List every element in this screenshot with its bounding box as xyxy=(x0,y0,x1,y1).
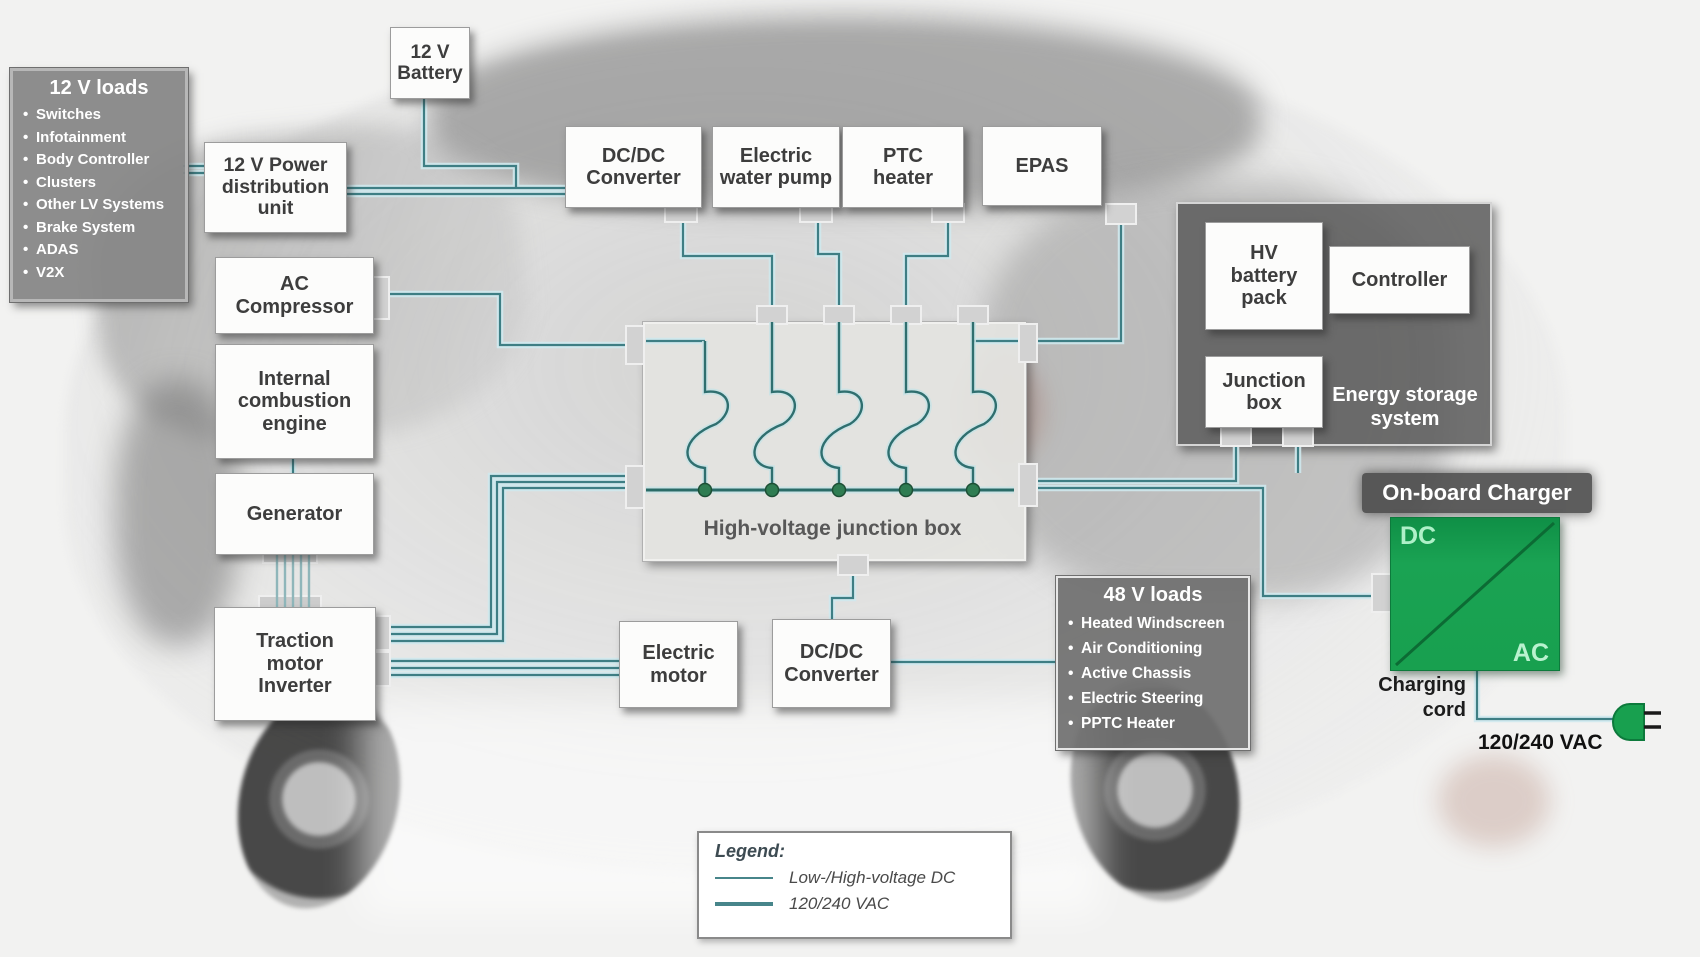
node-generator: Generator xyxy=(215,473,374,555)
legend-title: Legend: xyxy=(715,841,785,861)
wire-hvjb-junctionbox xyxy=(1037,446,1238,483)
energy-storage-system-label: Energy storage system xyxy=(1332,384,1478,430)
node-ac-compressor: AC Compressor xyxy=(215,257,374,334)
wire-12vbattery-down xyxy=(422,97,518,188)
node-epas: EPAS xyxy=(982,126,1102,206)
node-12v-battery: 12 V Battery xyxy=(390,27,470,99)
list-item: Other LV Systems xyxy=(23,194,179,217)
legend: Legend: Low-/High-voltage DC 120/240 VAC xyxy=(697,831,1012,939)
node-junction-box: Junction box xyxy=(1205,356,1323,428)
legend-row-dc: Low-/High-voltage DC xyxy=(715,868,1010,888)
legend-line-dc-icon xyxy=(715,877,773,879)
node-ptc-heater: PTC heater xyxy=(842,126,964,208)
wall-plug-icon xyxy=(1612,703,1661,741)
legend-line-vac-icon xyxy=(715,902,773,906)
wire-accompressor-hvjb xyxy=(390,292,628,347)
onboard-charger-title-bar: On-board Charger xyxy=(1362,473,1592,513)
panel-12v-loads: 12 V loads Switches Infotainment Body Co… xyxy=(9,67,189,303)
list-item: Electric Steering xyxy=(1068,686,1242,711)
list-item: Body Controller xyxy=(23,149,179,172)
node-12v-power-distribution-unit: 12 V Power distribution unit xyxy=(204,142,347,233)
node-traction-motor-inverter: Traction motor Inverter xyxy=(214,607,376,721)
panel-48v-loads: 48 V loads Heated Windscreen Air Conditi… xyxy=(1055,575,1251,751)
wire-inverter-hvjb-1 xyxy=(390,474,629,629)
list-item: Switches xyxy=(23,104,179,127)
onboard-charger-dcac-box: DC AC xyxy=(1390,517,1560,671)
node-dcdc-converter-bottom: DC/DC Converter xyxy=(772,619,891,708)
list-item: Active Chassis xyxy=(1068,661,1242,686)
vac-supply-label: 120/240 VAC xyxy=(1478,731,1603,754)
list-item: Heated Windscreen xyxy=(1068,611,1242,636)
list-item: V2X xyxy=(23,262,179,285)
charging-cord-label: Charging cord xyxy=(1378,674,1466,721)
list-item: Clusters xyxy=(23,172,179,195)
node-internal-combustion-engine: Internal combustion engine xyxy=(215,344,374,459)
legend-label-vac: 120/240 VAC xyxy=(789,894,890,913)
node-hv-battery-pack: HV battery pack xyxy=(1205,222,1323,330)
wire-charging-cord xyxy=(1475,669,1616,721)
high-voltage-junction-box-label: High-voltage junction box xyxy=(703,517,962,540)
generator-shaft-link xyxy=(258,550,322,611)
legend-label-dc: Low-/High-voltage DC xyxy=(789,868,956,887)
wire-inverter-hvjb-3 xyxy=(390,486,629,643)
node-electric-water-pump: Electric water pump xyxy=(712,126,840,208)
list-item: ADAS xyxy=(23,239,179,262)
node-controller: Controller xyxy=(1329,246,1470,314)
panel-12v-loads-list: Switches Infotainment Body Controller Cl… xyxy=(13,104,185,290)
wire-epas-hvjb xyxy=(1036,224,1123,343)
legend-row-vac: 120/240 VAC xyxy=(715,894,1010,914)
list-item: PPTC Heater xyxy=(1068,711,1242,736)
node-electric-motor: Electric motor xyxy=(619,621,738,708)
ac-side-label: AC xyxy=(1512,639,1549,667)
list-item: Air Conditioning xyxy=(1068,636,1242,661)
panel-48v-loads-list: Heated Windscreen Air Conditioning Activ… xyxy=(1058,611,1248,743)
dc-side-label: DC xyxy=(1400,522,1437,550)
panel-12v-loads-title: 12 V loads xyxy=(49,77,149,99)
list-item: Infotainment xyxy=(23,127,179,150)
node-dcdc-converter-top: DC/DC Converter xyxy=(565,126,702,208)
list-item: Brake System xyxy=(23,217,179,240)
wire-inverter-hvjb-2 xyxy=(390,480,629,636)
panel-48v-loads-title: 48 V loads xyxy=(1103,584,1203,606)
